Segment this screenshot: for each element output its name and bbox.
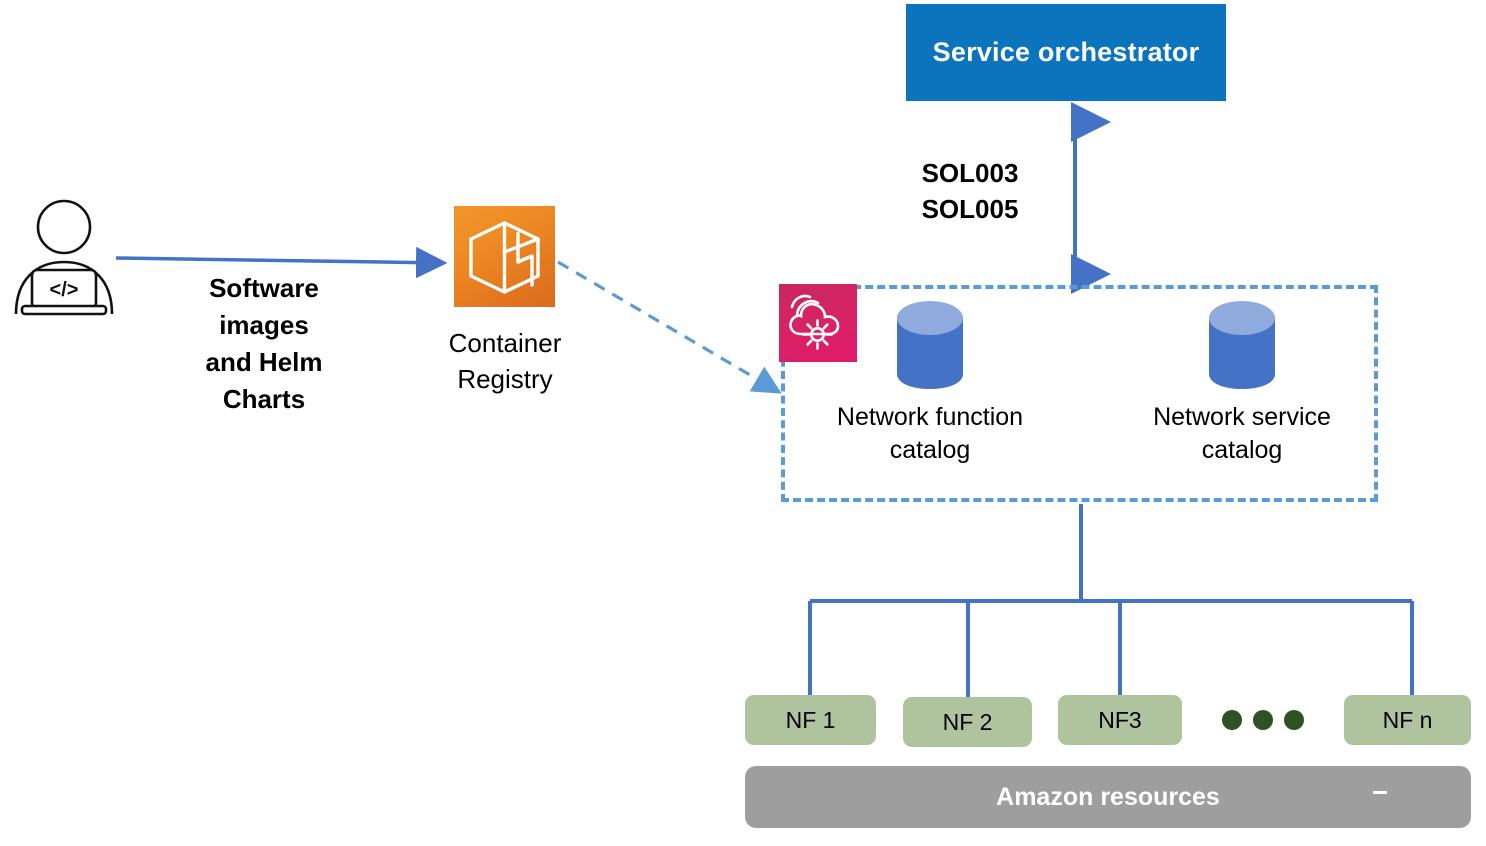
telco-platform-boundary: [781, 285, 1378, 502]
interface-labels: SOL003 SOL005: [880, 155, 1060, 227]
software-flow-line-3: and Helm: [205, 347, 323, 377]
database-cylinder-icon: [800, 296, 1060, 401]
ellipsis-dot: [1253, 710, 1273, 730]
network-function-catalog-label-line-2: catalog: [889, 436, 971, 464]
amazon-resources-label: Amazon resources: [996, 782, 1220, 811]
container-registry-icon[interactable]: [454, 206, 555, 307]
network-service-catalog[interactable]: Network service catalog: [1112, 296, 1372, 467]
network-function-label: NF n: [1382, 706, 1433, 733]
network-function-box-nf3[interactable]: NF3: [1058, 695, 1182, 745]
network-function-label: NF 1: [785, 706, 836, 733]
network-function-label: NF3: [1098, 706, 1142, 733]
network-function-box-nf1[interactable]: NF 1: [745, 695, 876, 745]
network-function-ellipsis: [1222, 710, 1304, 730]
software-flow-line-1: Software: [209, 273, 319, 303]
svg-text:</>: </>: [50, 279, 79, 301]
software-flow-label: Software images and Helm Charts: [150, 270, 378, 418]
container-registry-label: Container Registry: [410, 325, 600, 397]
network-function-catalog[interactable]: Network function catalog: [800, 296, 1060, 467]
bar-artifact-mark: [1373, 791, 1387, 794]
interface-label-sol003: SOL003: [921, 158, 1019, 188]
software-flow-line-2: images: [219, 310, 309, 340]
container-registry-label-line-2: Registry: [457, 364, 553, 394]
wire-platform-to-network-functions: [808, 504, 1414, 699]
service-orchestrator-box[interactable]: Service orchestrator: [906, 4, 1226, 101]
ellipsis-dot: [1284, 710, 1304, 730]
interface-label-sol005: SOL005: [921, 194, 1019, 224]
network-function-label: NF 2: [942, 708, 993, 735]
network-function-catalog-label-line-1: Network function: [836, 403, 1024, 431]
wire-developer-to-registry: [115, 246, 448, 279]
developer-laptop-icon: </>: [8, 196, 120, 316]
database-cylinder-icon: [1112, 296, 1372, 401]
network-function-box-nf2[interactable]: NF 2: [903, 697, 1032, 747]
network-service-catalog-label-line-1: Network service: [1153, 403, 1331, 431]
amazon-resources-bar[interactable]: Amazon resources: [745, 766, 1471, 828]
container-registry-label-line-1: Container: [448, 328, 562, 358]
cloud-gear-icon[interactable]: [779, 284, 857, 362]
network-service-catalog-label-line-2: catalog: [1201, 436, 1283, 464]
software-flow-line-4: Charts: [222, 384, 306, 414]
ellipsis-dot: [1222, 710, 1242, 730]
service-orchestrator-label: Service orchestrator: [932, 37, 1200, 67]
network-function-box-nfn[interactable]: NF n: [1344, 695, 1471, 745]
